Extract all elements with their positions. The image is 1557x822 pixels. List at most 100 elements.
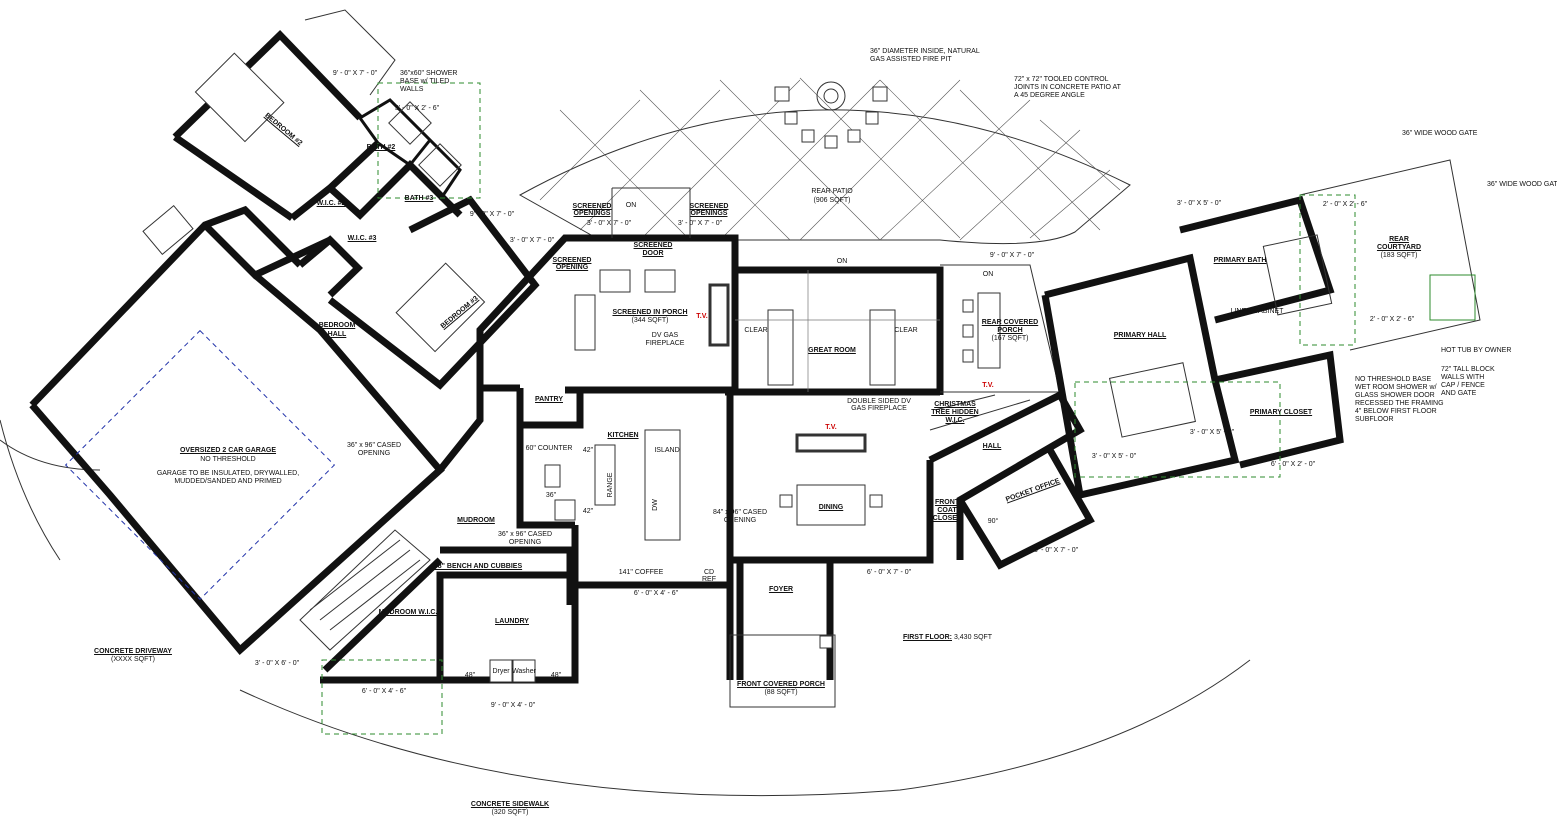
screened-porch-walls bbox=[476, 234, 739, 394]
great-room-walls bbox=[725, 238, 944, 396]
primary-closet-label: PRIMARY CLOSET bbox=[1249, 409, 1313, 416]
dim-window-bath-c: 2' - 0" X 2' - 6" bbox=[1369, 316, 1415, 323]
wet-note-2: WET ROOM SHOWER w/ bbox=[1355, 384, 1437, 391]
bench-label: 88" BENCH AND CUBBIES bbox=[433, 563, 523, 570]
hall-label: HALL bbox=[982, 443, 1002, 450]
rear-courtyard bbox=[1299, 159, 1481, 351]
garage-note-1: NO THRESHOLD bbox=[200, 456, 256, 463]
cased-kitchen-note-2: OPENING bbox=[508, 539, 542, 546]
rear-patio-area: (906 SQFT) bbox=[813, 197, 851, 204]
bathroom-walls bbox=[358, 98, 462, 201]
cased-dining-note-2: OPENING bbox=[723, 517, 757, 524]
dim-door-porch-a: 3' - 0" X 7' - 0" bbox=[509, 237, 555, 244]
dim-48-a: 48" bbox=[464, 672, 476, 679]
cased-kitchen-note-1: 36" x 96" CASED bbox=[498, 531, 552, 538]
primary-bed bbox=[1108, 362, 1196, 438]
front-coat-label-3: CLOSET bbox=[932, 515, 962, 522]
great-room-sofas bbox=[767, 309, 896, 386]
dim-window-bath-a: 3' - 0" X 5' - 0" bbox=[1176, 200, 1222, 207]
screened-opening-c-2: OPENINGS bbox=[690, 210, 728, 217]
dim-window-primary-hall: 9' - 0" X 7' - 0" bbox=[989, 252, 1035, 259]
dim-window-office: 3' - 0" X 7' - 0" bbox=[1033, 547, 1079, 554]
christmas-label-1: CHRISTMAS bbox=[934, 401, 976, 408]
garage-walls bbox=[29, 205, 445, 656]
dim-door-porch-b: 3' - 0" X 7' - 0" bbox=[586, 220, 632, 227]
joints-note-2: JOINTS IN CONCRETE PATIO AT bbox=[1014, 84, 1121, 91]
rear-porch-label-1: REAR COVERED bbox=[981, 319, 1039, 326]
patio-chairs bbox=[774, 86, 888, 149]
driveway-arc bbox=[0, 419, 61, 561]
joints-note-3: A 45 DEGREE ANGLE bbox=[1014, 92, 1085, 99]
shower-note-3: WALLS bbox=[400, 86, 424, 93]
garage-car-outline bbox=[64, 329, 336, 601]
porch-fireplace-label-2: FIREPLACE bbox=[645, 340, 685, 347]
bath-3-label: BATH #3 bbox=[404, 195, 434, 202]
hot-tub bbox=[1429, 274, 1476, 321]
courtyard-area: (183 SQFT) bbox=[1380, 252, 1418, 259]
cased-garage-note-1: 36" x 96" CASED bbox=[347, 442, 401, 449]
pantry-label: PANTRY bbox=[535, 396, 563, 403]
floor-area-label: FIRST FLOOR: 3,430 SQFT bbox=[903, 634, 992, 642]
dim-window-garage: 3' - 0" X 6' - 0" bbox=[254, 660, 300, 667]
christmas-label-3: W.I.C. bbox=[945, 417, 965, 424]
dim-window-bedroom3: 9' - 0" X 7' - 0" bbox=[469, 211, 515, 218]
sidewalk-area: (320 SQFT) bbox=[491, 809, 529, 816]
courtyard-label-2: COURTYARD bbox=[1376, 244, 1422, 251]
on-label-b: ON bbox=[836, 258, 848, 265]
gate-note-2: 36" WIDE WOOD GATE bbox=[1487, 181, 1557, 188]
cased-garage-note-2: OPENING bbox=[357, 450, 391, 457]
primary-hall-label: PRIMARY HALL bbox=[1113, 332, 1167, 339]
dim-48-b: 48" bbox=[550, 672, 562, 679]
screened-opening-b-2: OPENINGS bbox=[573, 210, 611, 217]
clear-label-a: CLEAR bbox=[744, 327, 768, 334]
ref-label: REF bbox=[702, 576, 716, 583]
foyer-label: FOYER bbox=[768, 586, 794, 593]
primary-shower bbox=[1262, 234, 1333, 316]
dining-walls bbox=[726, 392, 934, 680]
dryer bbox=[489, 659, 513, 683]
screened-opening-a-2: OPENING bbox=[555, 264, 589, 271]
block-note-3: CAP / FENCE bbox=[1441, 382, 1485, 389]
mudroom-label: MUDROOM bbox=[457, 517, 495, 524]
patio-grid bbox=[539, 77, 1121, 241]
front-porch bbox=[729, 634, 836, 708]
fire-pit-note-1: 36" DIAMETER INSIDE, NATURAL bbox=[870, 48, 980, 55]
rear-porch-area: (167 SQFT) bbox=[991, 335, 1029, 342]
hot-tub-note: HOT TUB BY OWNER bbox=[1441, 347, 1512, 354]
bedroom-hall-label-2: HALL bbox=[327, 331, 347, 338]
porch-tv: T.V. bbox=[696, 313, 708, 320]
counter-label: 60" COUNTER bbox=[525, 445, 573, 452]
garage-note-3: MUDDED/SANDED AND PRIMED bbox=[174, 478, 282, 485]
wet-note-1: NO THRESHOLD BASE bbox=[1355, 376, 1432, 383]
front-coat-label-1: FRONT bbox=[934, 499, 960, 506]
garage-stairs bbox=[299, 529, 431, 651]
island-label: ISLAND bbox=[654, 447, 680, 454]
screened-porch-label: SCREENED IN PORCH bbox=[612, 309, 688, 316]
wet-note-4: RECESSED THE FRAMING bbox=[1355, 400, 1444, 407]
screened-porch-area: (344 SQFT) bbox=[631, 317, 669, 324]
screened-door-2: DOOR bbox=[642, 250, 664, 257]
shower-note-1: 36"x60" SHOWER bbox=[400, 70, 458, 77]
screened-door-1: SCREENED bbox=[633, 242, 673, 249]
dim-window-bedroom2: 9' - 0" X 7' - 0" bbox=[332, 70, 378, 77]
block-note-2: WALLS WITH bbox=[1441, 374, 1485, 381]
fire-pit-note-2: GAS ASSISTED FIRE PIT bbox=[870, 56, 952, 63]
dim-90: 90° bbox=[987, 518, 999, 525]
dim-window-primary-b: 3' - 0" X 5' - 0" bbox=[1091, 453, 1137, 460]
mudroom-walls bbox=[320, 384, 579, 684]
rear-patio-outline bbox=[518, 109, 1131, 245]
coffee-label: 141" COFFEE bbox=[618, 569, 664, 576]
front-porch-area: (88 SQFT) bbox=[764, 689, 798, 696]
dim-42-b: 42" bbox=[582, 508, 594, 515]
gate-note-1: 36" WIDE WOOD GATE bbox=[1402, 130, 1478, 137]
wic-3-label: W.I.C. #3 bbox=[347, 235, 377, 242]
dim-window-closet-b: 6' - 0" X 2' - 0" bbox=[1270, 461, 1316, 468]
on-label-a: ON bbox=[625, 202, 637, 209]
great-room-label: GREAT ROOM bbox=[808, 347, 856, 354]
kitchen-island bbox=[644, 429, 681, 541]
wet-note-5: 4" BELOW FIRST FLOOR bbox=[1355, 408, 1437, 415]
sidewalk-arc bbox=[239, 659, 1251, 797]
kitchen-walls bbox=[516, 388, 730, 589]
range bbox=[594, 444, 616, 506]
dining-table bbox=[796, 484, 866, 526]
